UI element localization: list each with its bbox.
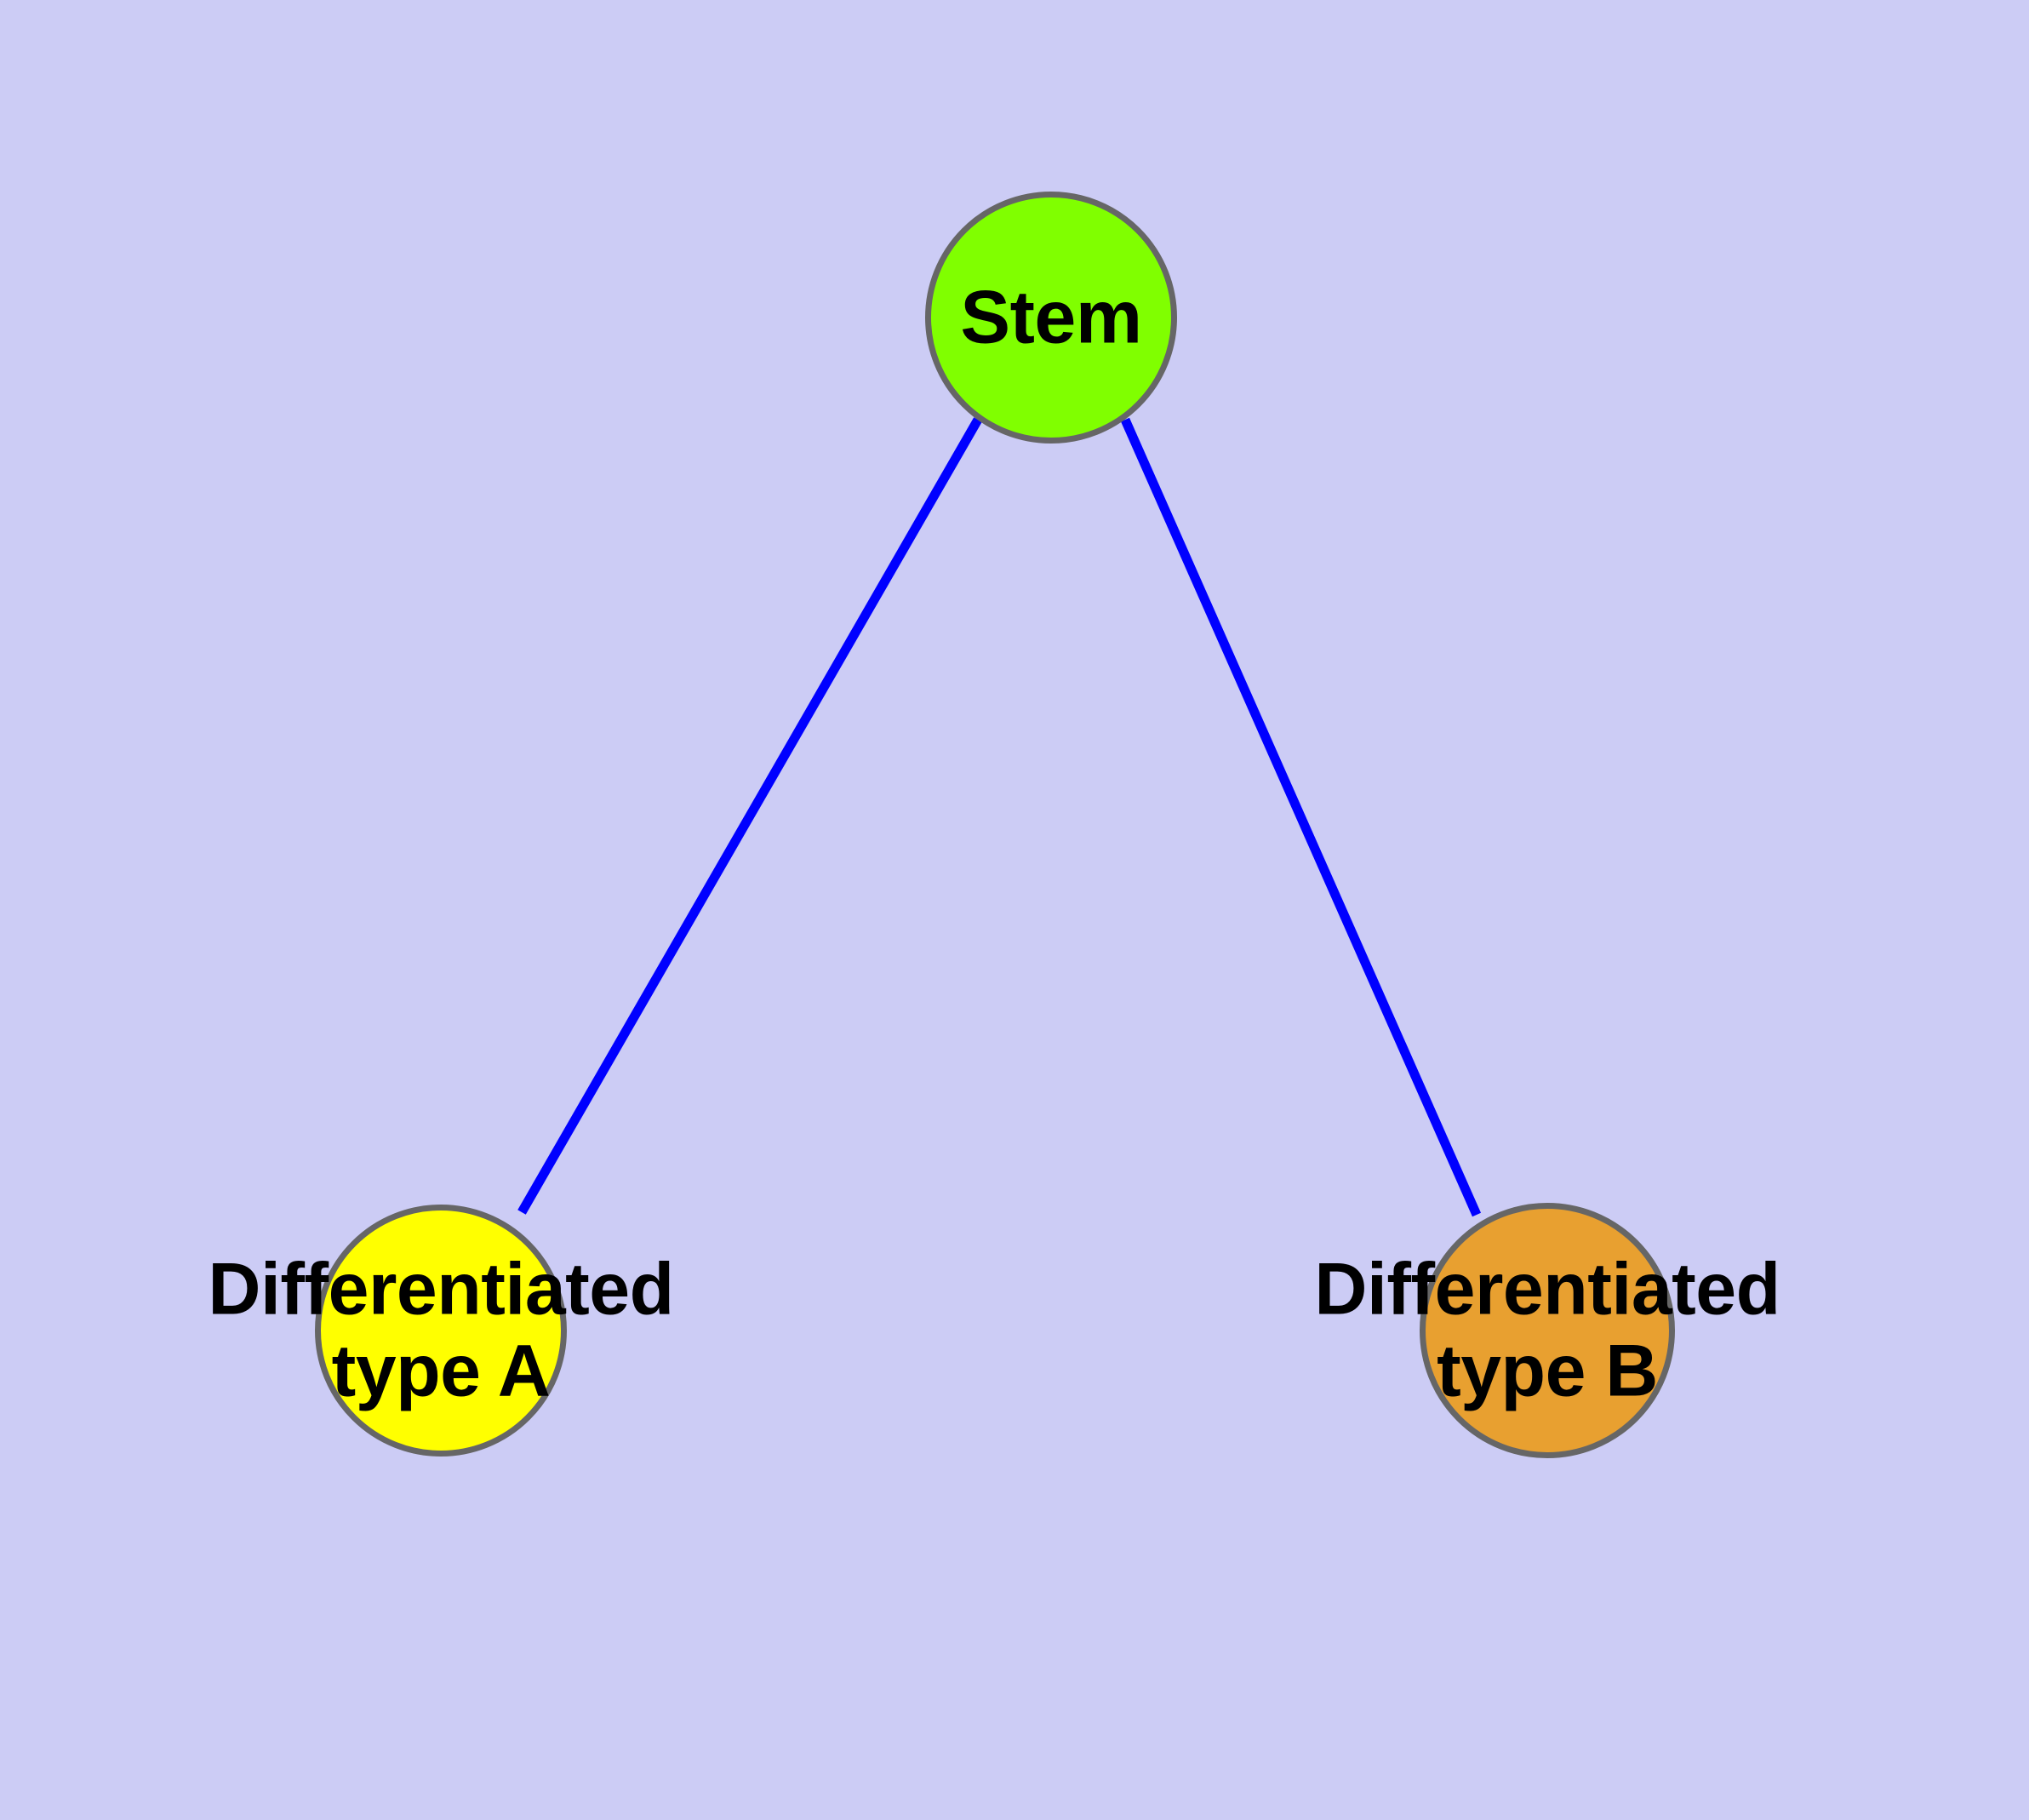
node-differentiated-type-a-label: Differentiated type A: [208, 1248, 674, 1412]
node-differentiated-type-b-label: Differentiated type B: [1314, 1248, 1780, 1412]
node-stem-label: Stem: [960, 274, 1142, 359]
edge-stem-to-differentiated-type-a: [517, 417, 982, 1215]
edge-stem-to-differentiated-type-b: [1120, 417, 1482, 1217]
node-differentiated-type-b[interactable]: Differentiated type B: [1314, 1203, 1780, 1458]
node-differentiated-type-a[interactable]: Differentiated type A: [208, 1205, 674, 1457]
node-stem[interactable]: Stem: [925, 192, 1177, 444]
